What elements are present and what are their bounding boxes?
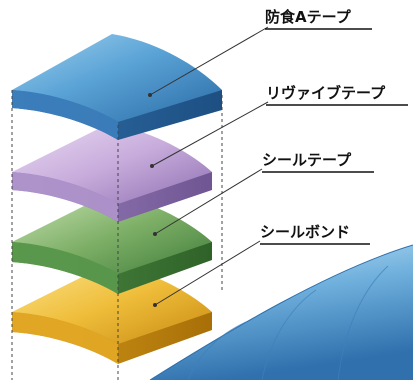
leader-dot	[153, 232, 157, 236]
layer-segment-seal-tape	[12, 194, 212, 294]
leader-dot	[148, 93, 152, 97]
layer-label: シールボンド	[260, 223, 350, 241]
leader-lines	[149, 26, 269, 306]
layer-segment-seal-bond	[12, 264, 212, 364]
layer-label: 防食Aテープ	[265, 8, 352, 26]
layer-label: リヴァイブテープ	[266, 84, 386, 102]
layer-segment-revive-tape	[12, 124, 212, 222]
layer-segment-anticorrosion-tape	[12, 34, 222, 140]
leader-dot	[150, 164, 154, 168]
layer-label: シールテープ	[262, 151, 352, 169]
leader-dot	[153, 303, 157, 307]
pipe-illustration	[149, 244, 413, 380]
